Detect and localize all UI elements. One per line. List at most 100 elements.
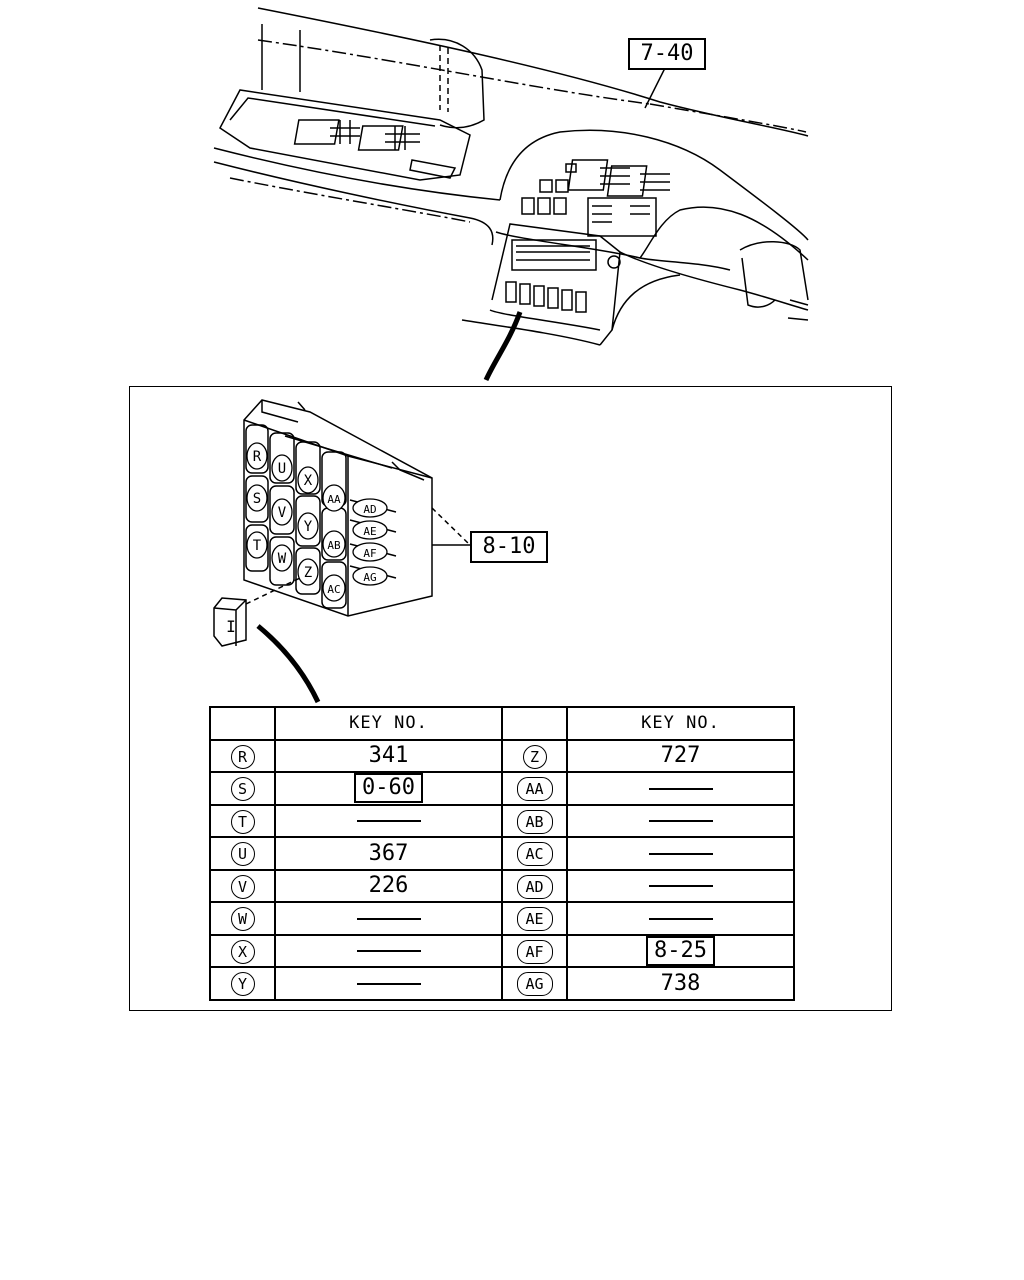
- left-symbol-cell: W: [209, 901, 276, 936]
- left-symbol-cell: Y: [209, 966, 276, 1001]
- relay-position-label: S: [253, 491, 261, 507]
- right-key-no-cell: [566, 771, 795, 806]
- right-key-no-cell: 8-25: [566, 933, 795, 968]
- relay-position-marker: [352, 498, 388, 518]
- header-blank-cell: [209, 706, 276, 741]
- reference-value: 8-25: [646, 935, 715, 966]
- table-row: R 341 Z 727: [209, 738, 795, 773]
- relay-block-reference-label: 8-10: [470, 531, 548, 563]
- relay-position-marker: [322, 574, 346, 602]
- right-symbol-cell: AE: [501, 901, 568, 936]
- right-key-no-cell: 727: [566, 738, 795, 773]
- position-symbol: R: [230, 744, 255, 769]
- left-symbol-cell: U: [209, 836, 276, 871]
- position-symbol: AE: [516, 907, 553, 932]
- dashboard-illustration: [213, 7, 809, 346]
- right-key-no-cell: [566, 901, 795, 936]
- left-symbol-cell: X: [209, 933, 276, 968]
- dashboard-reference-label: 7-40: [628, 38, 706, 70]
- right-symbol-cell: AD: [501, 868, 568, 903]
- position-symbol: AF: [516, 939, 553, 964]
- relay-position-marker: [246, 531, 268, 559]
- right-symbol-cell: AA: [501, 771, 568, 806]
- relay-position-marker: [352, 542, 388, 562]
- relay-position-label: AF: [363, 547, 376, 560]
- relay-position-marker: [352, 566, 388, 586]
- relay-block-illustration: [213, 399, 471, 704]
- relay-position-marker: [246, 442, 268, 470]
- right-key-no-cell: [566, 803, 795, 838]
- position-symbol: AD: [516, 874, 553, 899]
- table-row: S 0-60 AA: [209, 771, 795, 806]
- left-key-no-cell: [274, 803, 503, 838]
- relay-position-marker: [297, 558, 319, 586]
- relay-position-label: U: [278, 461, 286, 477]
- relay-position-label: AC: [327, 583, 340, 596]
- position-symbol: Y: [230, 972, 255, 997]
- no-key-dash: [648, 820, 713, 823]
- relay-position-label: AE: [363, 525, 376, 538]
- relay-position-label: Y: [304, 519, 313, 535]
- position-symbol: X: [230, 939, 255, 964]
- key-number: 367: [368, 840, 409, 866]
- table-row: T AB: [209, 803, 795, 838]
- left-symbol-cell: R: [209, 738, 276, 773]
- position-symbol: AA: [516, 777, 553, 802]
- left-key-no-cell: [274, 901, 503, 936]
- left-key-no-cell: 0-60: [274, 771, 503, 806]
- right-symbol-cell: AG: [501, 966, 568, 1001]
- relay-position-label: R: [253, 449, 262, 465]
- position-symbol: T: [230, 809, 255, 834]
- position-symbol: V: [230, 874, 255, 899]
- relay-position-label: AA: [327, 493, 341, 506]
- right-symbol-cell: AC: [501, 836, 568, 871]
- relay-position-label: X: [304, 473, 313, 489]
- no-key-dash: [356, 950, 421, 953]
- relay-position-label: T: [253, 538, 262, 554]
- relay-position-marker: [297, 466, 319, 494]
- key-number: 727: [660, 743, 701, 769]
- relay-position-label: AG: [363, 571, 376, 584]
- no-key-dash: [648, 885, 713, 888]
- table-row: Y AG 738: [209, 966, 795, 1001]
- no-key-dash: [648, 852, 713, 855]
- right-key-no-cell: [566, 836, 795, 871]
- no-key-dash: [648, 787, 713, 790]
- table-row: X AF 8-25: [209, 933, 795, 968]
- relay-position-marker: [322, 484, 346, 512]
- table-row: U 367 AC: [209, 836, 795, 871]
- right-key-no-cell: 738: [566, 966, 795, 1001]
- left-key-no-cell: 226: [274, 868, 503, 903]
- left-key-no-cell: 367: [274, 836, 503, 871]
- position-symbol: AB: [516, 809, 553, 834]
- left-key-no-cell: [274, 933, 503, 968]
- reference-value: 0-60: [354, 773, 423, 804]
- relay-label: I: [226, 617, 236, 636]
- left-symbol-cell: T: [209, 803, 276, 838]
- left-key-no-cell: [274, 966, 503, 1001]
- position-symbol: W: [230, 907, 255, 932]
- detail-panel-frame: [129, 386, 892, 1011]
- header-key-no: KEY NO.: [566, 706, 795, 741]
- no-key-dash: [356, 917, 421, 920]
- table-header-row: KEY NO. KEY NO.: [209, 706, 795, 741]
- left-key-no-cell: 341: [274, 738, 503, 773]
- position-symbol: AG: [516, 972, 553, 997]
- relay-position-label: V: [278, 505, 287, 521]
- table-row: V 226 AD: [209, 868, 795, 903]
- no-key-dash: [356, 982, 421, 985]
- key-number: 341: [368, 743, 409, 769]
- relay-position-label: Z: [304, 565, 312, 581]
- key-number: 226: [368, 873, 409, 899]
- relay-position-marker: [297, 512, 319, 540]
- position-symbol: Z: [522, 744, 547, 769]
- key-number: 738: [660, 970, 701, 996]
- relay-position-marker: [271, 498, 293, 526]
- relay-position-marker: [271, 544, 293, 572]
- left-symbol-cell: S: [209, 771, 276, 806]
- relay-position-marker: [352, 520, 388, 540]
- table-row: W AE: [209, 901, 795, 936]
- relay-position-marker: [322, 530, 346, 558]
